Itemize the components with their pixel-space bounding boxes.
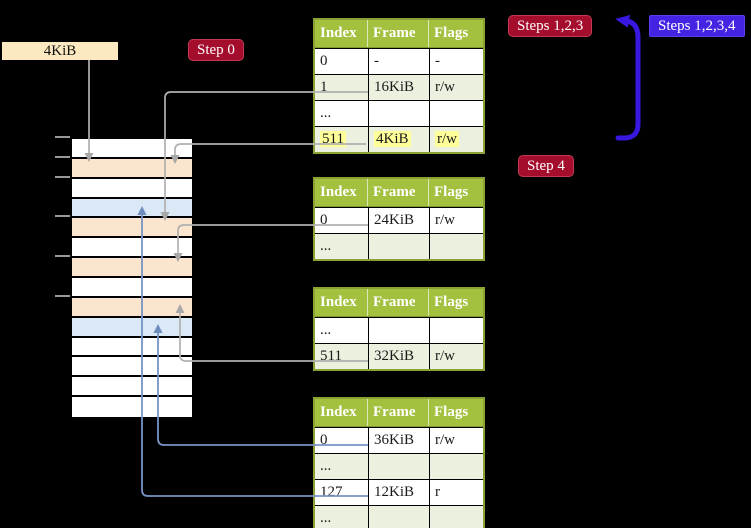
column-header: Frame	[368, 399, 429, 426]
table-row: ...	[315, 233, 483, 259]
memory-address-ticks	[55, 136, 70, 297]
table-row: 511 4KiB r/w	[315, 126, 483, 152]
steps-123-label: Steps 1,2,3	[508, 15, 593, 37]
table-row: ...	[315, 317, 483, 343]
memory-frame-row-white	[72, 377, 192, 397]
column-header: Frame	[368, 179, 429, 206]
table-cell	[368, 453, 429, 479]
column-header: Index	[315, 399, 368, 426]
step-4-label: Step 4	[518, 155, 574, 177]
arrow-recursive-loop	[615, 14, 641, 141]
memory-frame-row-white	[72, 357, 192, 377]
table-cell: r/w	[429, 126, 483, 152]
column-header: Flags	[429, 179, 483, 206]
table-cell: 0	[315, 48, 368, 74]
table-cell: 36KiB	[368, 427, 429, 453]
table-cell: ...	[315, 453, 368, 479]
steps-1234-label: Steps 1,2,3,4	[649, 15, 745, 37]
memory-frame-row-orange	[72, 258, 192, 278]
memory-frame-row-white	[72, 139, 192, 159]
physical-memory-frames	[70, 137, 194, 419]
memory-frame-row-orange	[72, 159, 192, 179]
column-header: Flags	[429, 399, 483, 426]
table-cell: 0	[315, 207, 368, 233]
frame-pointer-label: 4KiB	[2, 42, 118, 60]
table-cell: 1	[315, 74, 368, 100]
table-cell	[368, 233, 429, 259]
table-cell: 32KiB	[368, 343, 429, 369]
column-header: Index	[315, 20, 368, 47]
table-row: ...	[315, 100, 483, 126]
table-cell: ...	[315, 233, 368, 259]
table-cell: 511	[315, 343, 368, 369]
table-cell	[429, 233, 483, 259]
table-row: 0--	[315, 48, 483, 74]
memory-frame-row-blue	[72, 318, 192, 338]
table-cell: 16KiB	[368, 74, 429, 100]
table-cell	[368, 505, 429, 528]
memory-frame-row-orange	[72, 298, 192, 318]
table-cell: r	[429, 479, 483, 505]
highlighted-entry: r/w	[435, 131, 459, 147]
column-header: Index	[315, 179, 368, 206]
column-header: Frame	[368, 289, 429, 316]
highlighted-entry: 511	[320, 131, 346, 147]
table-cell: 4KiB	[368, 126, 429, 152]
memory-frame-row-white	[72, 179, 192, 199]
table-cell: 0	[315, 427, 368, 453]
column-header: Flags	[429, 20, 483, 47]
table-cell: 12KiB	[368, 479, 429, 505]
memory-frame-row-white	[72, 397, 192, 417]
table-cell: -	[368, 48, 429, 74]
table-cell: 511	[315, 126, 368, 152]
table-cell: 24KiB	[368, 207, 429, 233]
table-cell	[368, 100, 429, 126]
table-row: ...	[315, 453, 483, 479]
table-cell: r/w	[429, 74, 483, 100]
table-cell: ...	[315, 505, 368, 528]
table-cell: r/w	[429, 207, 483, 233]
table-cell: ...	[315, 317, 368, 343]
table-cell: r/w	[429, 427, 483, 453]
memory-frame-row-blue	[72, 199, 192, 218]
step-0-label: Step 0	[188, 39, 244, 61]
memory-frame-row-white	[72, 238, 192, 258]
table-row: ...	[315, 505, 483, 528]
table-cell: -	[429, 48, 483, 74]
column-header: Index	[315, 289, 368, 316]
memory-frame-row-orange	[72, 218, 192, 238]
table-cell: 127	[315, 479, 368, 505]
table-cell	[429, 453, 483, 479]
table-cell	[429, 505, 483, 528]
memory-frame-row-white	[72, 278, 192, 298]
memory-frame-row-white	[72, 338, 192, 357]
column-header: Frame	[368, 20, 429, 47]
table-cell	[368, 317, 429, 343]
table-cell: r/w	[429, 343, 483, 369]
table-cell	[429, 100, 483, 126]
highlighted-entry: 4KiB	[374, 131, 411, 147]
table-cell: ...	[315, 100, 368, 126]
column-header: Flags	[429, 289, 483, 316]
table-cell	[429, 317, 483, 343]
